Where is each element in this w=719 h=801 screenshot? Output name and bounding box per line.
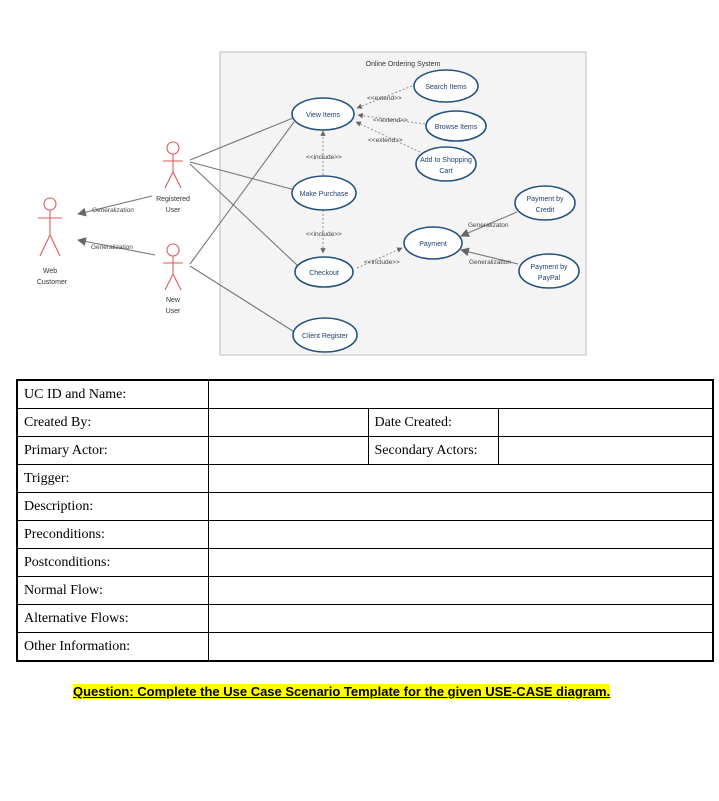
- normal-flow-label: Normal Flow:: [16, 576, 209, 605]
- include-label: <<include>>: [364, 259, 400, 266]
- alternative-flows-label: Alternative Flows:: [16, 604, 209, 633]
- uc-id-name-label: UC ID and Name:: [16, 379, 209, 409]
- description-field[interactable]: [207, 492, 714, 521]
- generalization-label: Generalizaton: [468, 222, 509, 229]
- use-case-payment-credit: Payment by Credit: [514, 185, 576, 221]
- svg-text:Payment by: Payment by: [531, 264, 568, 271]
- generalization-label: Generalization: [92, 207, 134, 214]
- date-created-field[interactable]: [497, 408, 714, 437]
- use-case-checkout: Checkout: [294, 256, 354, 288]
- svg-text:Checkout: Checkout: [309, 270, 339, 277]
- trigger-label: Trigger:: [16, 464, 209, 493]
- include-label: <<include>>: [306, 154, 342, 161]
- table-row: Preconditions:: [16, 520, 714, 549]
- table-row: Postconditions:: [16, 548, 714, 577]
- svg-text:Payment by: Payment by: [527, 196, 564, 203]
- svg-text:Cart: Cart: [439, 168, 452, 175]
- postconditions-field[interactable]: [207, 548, 714, 577]
- table-row: Description:: [16, 492, 714, 521]
- extend-label: <<extend>>: [373, 117, 408, 124]
- extend-label: <<extend>>: [368, 137, 403, 144]
- table-row: Trigger:: [16, 464, 714, 493]
- actor-new-user: New User: [163, 243, 183, 315]
- generalization-label: Generalization: [91, 244, 133, 251]
- normal-flow-field[interactable]: [207, 576, 714, 605]
- uc-id-name-field[interactable]: [207, 379, 714, 409]
- alternative-flows-field[interactable]: [207, 604, 714, 633]
- svg-text:Add to Shopping: Add to Shopping: [420, 157, 472, 164]
- preconditions-label: Preconditions:: [16, 520, 209, 549]
- preconditions-field[interactable]: [207, 520, 714, 549]
- table-row: Primary Actor: Secondary Actors:: [16, 436, 714, 465]
- svg-text:Client Register: Client Register: [302, 333, 349, 340]
- use-case-search-items: Search Items: [413, 69, 479, 103]
- svg-text:User: User: [166, 308, 181, 315]
- actor-registered-user: Registered User: [156, 141, 190, 214]
- svg-text:Payment: Payment: [419, 241, 447, 248]
- svg-text:Search Items: Search Items: [425, 84, 467, 91]
- include-label: <<include>>: [306, 231, 342, 238]
- svg-text:New: New: [166, 297, 181, 304]
- table-row: UC ID and Name:: [16, 379, 714, 409]
- trigger-field[interactable]: [207, 464, 714, 493]
- date-created-label: Date Created:: [367, 408, 499, 437]
- description-label: Description:: [16, 492, 209, 521]
- svg-text:Make Purchase: Make Purchase: [300, 191, 349, 198]
- table-row: Normal Flow:: [16, 576, 714, 605]
- use-case-make-purchase: Make Purchase: [291, 175, 357, 211]
- other-information-field[interactable]: [207, 632, 714, 662]
- use-case-add-to-cart: Add to Shopping Cart: [415, 146, 477, 182]
- use-case-view-items: View Items: [291, 97, 355, 131]
- question-text: Question: Complete the Use Case Scenario…: [73, 684, 611, 699]
- table-row: Other Information:: [16, 632, 714, 662]
- use-case-client-register: Client Register: [292, 317, 358, 353]
- table-row: Alternative Flows:: [16, 604, 714, 633]
- other-information-label: Other Information:: [16, 632, 209, 662]
- system-title: Online Ordering System: [366, 61, 441, 68]
- use-case-browse-items: Browse Items: [425, 110, 487, 142]
- use-case-payment: Payment: [403, 226, 463, 260]
- generalization-label: Generalization: [469, 259, 511, 266]
- primary-actor-label: Primary Actor:: [16, 436, 209, 465]
- extend-label: <<extend>>: [367, 95, 402, 102]
- svg-text:Registered: Registered: [156, 196, 190, 203]
- postconditions-label: Postconditions:: [16, 548, 209, 577]
- actor-web-customer: Web Customer: [37, 197, 68, 286]
- secondary-actors-label: Secondary Actors:: [367, 436, 499, 465]
- created-by-field[interactable]: [207, 408, 369, 437]
- svg-text:Web: Web: [43, 268, 57, 275]
- svg-text:User: User: [166, 207, 181, 214]
- created-by-label: Created By:: [16, 408, 209, 437]
- secondary-actors-field[interactable]: [497, 436, 714, 465]
- table-row: Created By: Date Created:: [16, 408, 714, 437]
- svg-text:Credit: Credit: [536, 207, 555, 214]
- use-case-payment-paypal: Payment by PayPal: [518, 253, 580, 289]
- svg-text:Customer: Customer: [37, 279, 68, 286]
- svg-text:Browse Items: Browse Items: [435, 124, 478, 131]
- use-case-scenario-template: UC ID and Name: Created By: Date Created…: [16, 379, 714, 662]
- primary-actor-field[interactable]: [207, 436, 369, 465]
- svg-text:PayPal: PayPal: [538, 275, 561, 282]
- use-case-diagram: Online Ordering System <<extend>> <<exte…: [37, 51, 587, 356]
- svg-text:View Items: View Items: [306, 112, 341, 119]
